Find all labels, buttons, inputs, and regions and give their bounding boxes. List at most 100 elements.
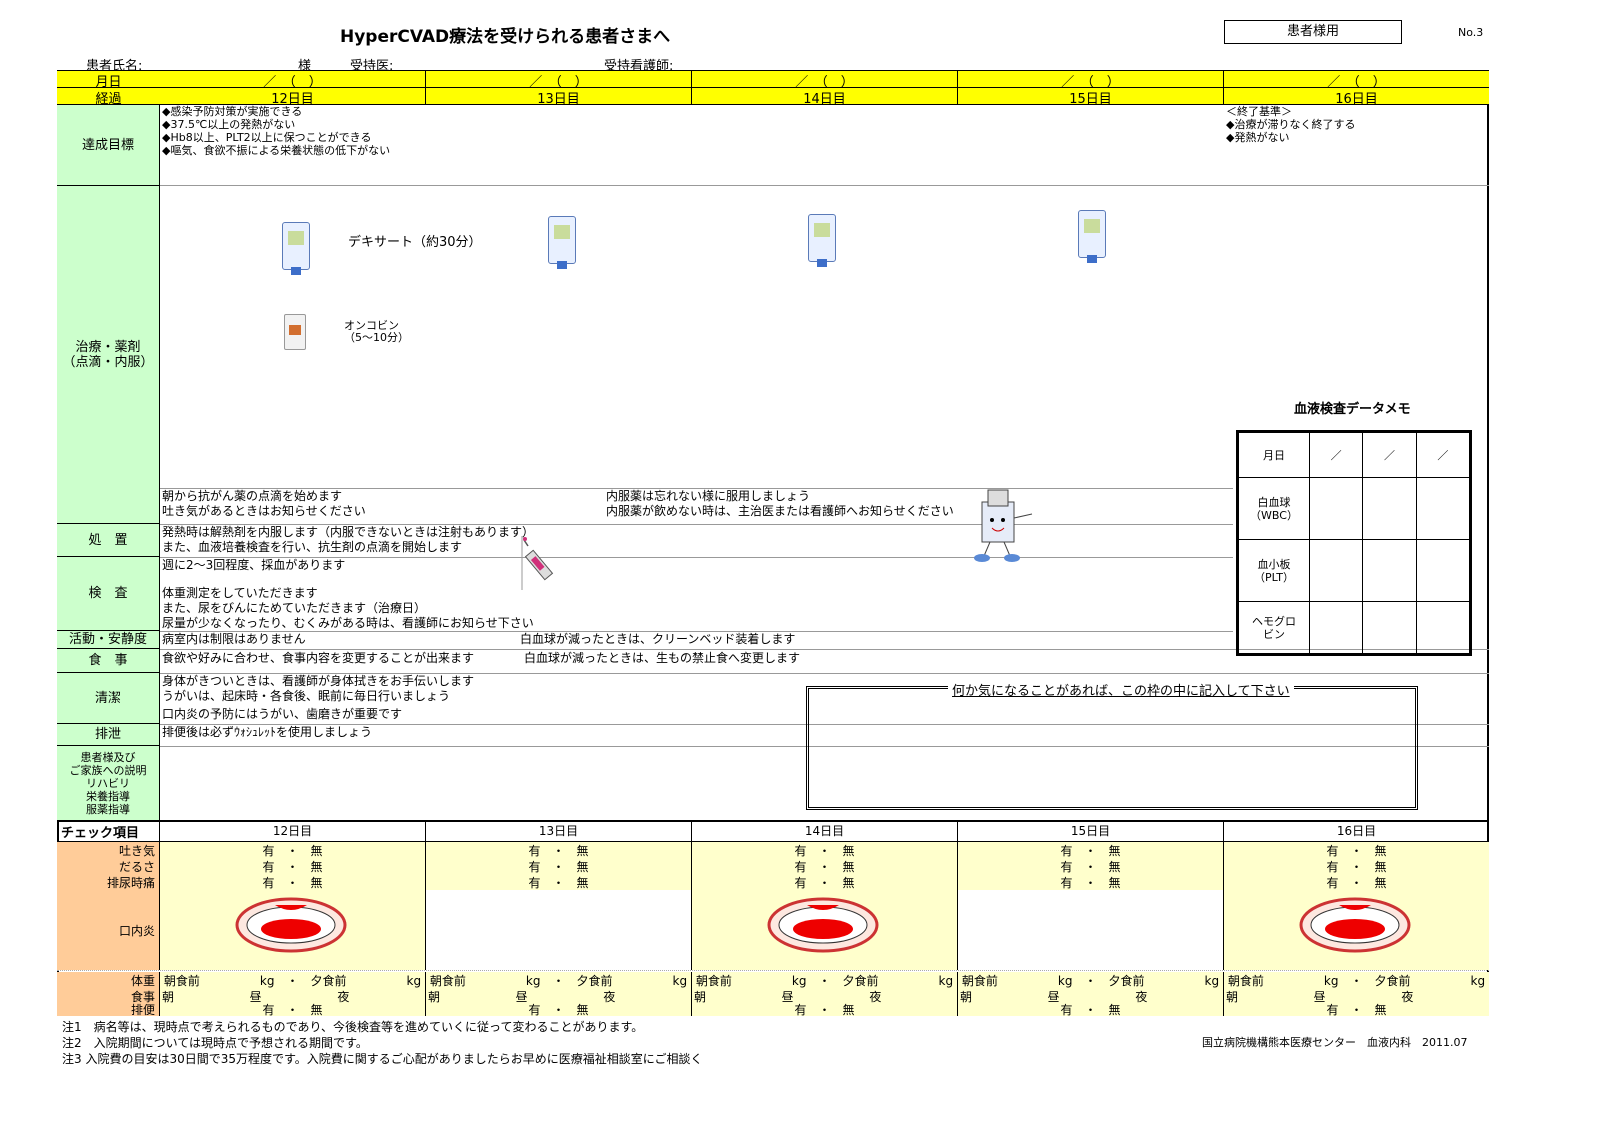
weight-field[interactable]: 朝食前 kg ・ 夕食前 kg bbox=[425, 972, 691, 988]
date-cell: ／ （ ） bbox=[263, 75, 322, 90]
memo-cell[interactable] bbox=[1415, 477, 1471, 540]
check-row-label: 体重 bbox=[57, 972, 160, 988]
weight-field[interactable]: 朝食前 kg ・ 夕食前 kg bbox=[957, 972, 1223, 988]
hygiene-text: うがいは、起床時・各食後、眠前に毎日行いましょう bbox=[162, 689, 451, 703]
yes-no-toggle[interactable]: 有 ・ 無 bbox=[957, 1004, 1223, 1016]
end-criteria-item: ◆治療が滞りなく終了する bbox=[1226, 118, 1356, 131]
end-criteria-item: ＜終了基準＞ bbox=[1226, 105, 1292, 118]
course-label: 経過 bbox=[57, 88, 160, 107]
goal-item: ◆37.5℃以上の発熱がない bbox=[162, 118, 296, 131]
check-row-label: 吐き気 bbox=[57, 842, 160, 858]
lunch-label: 昼 bbox=[781, 990, 794, 1004]
iv-bag-icon bbox=[548, 216, 576, 269]
explain-line: リハビリ bbox=[86, 776, 130, 790]
check-row-fatigue: だるさ 有 ・ 無 有 ・ 無 有 ・ 無 有 ・ 無 有 ・ 無 bbox=[57, 858, 1489, 875]
check-row-weight: 体重 朝食前 kg ・ 夕食前 kg 朝食前 kg ・ 夕食前 kg 朝食前 k… bbox=[57, 972, 1489, 989]
mouth-cell[interactable] bbox=[1223, 890, 1489, 970]
breakfast-label: 朝 bbox=[1226, 990, 1239, 1004]
hygiene-text: 口内炎の予防にはうがい、歯磨きが重要です bbox=[162, 707, 403, 721]
memo-cell[interactable] bbox=[1308, 539, 1364, 602]
weight-field[interactable]: 朝食前 kg ・ 夕食前 kg bbox=[160, 972, 425, 988]
day-cell: 15日目 bbox=[957, 88, 1223, 107]
explain-line: 患者様及び bbox=[80, 750, 136, 764]
dinner-label: 夜 bbox=[337, 990, 350, 1004]
check-day: 13日目 bbox=[425, 822, 691, 841]
end-criteria: ＜終了基準＞ ◆治療が滞りなく終了する ◆発熱がない bbox=[1226, 105, 1355, 144]
yes-no-toggle[interactable]: 有 ・ 無 bbox=[425, 1004, 691, 1016]
meal-field[interactable]: 朝昼夜 bbox=[425, 988, 691, 1004]
memo-label: ヘモグロ bbox=[1252, 614, 1296, 628]
day-cell: 13日目 bbox=[425, 88, 691, 107]
memo-cell[interactable] bbox=[1415, 539, 1471, 602]
yes-no-toggle[interactable]: 有 ・ 無 bbox=[957, 858, 1223, 874]
yes-no-toggle[interactable]: 有 ・ 無 bbox=[425, 842, 691, 858]
meal-field[interactable]: 朝昼夜 bbox=[957, 988, 1223, 1004]
yes-no-toggle[interactable]: 有 ・ 無 bbox=[425, 874, 691, 890]
memo-date-cell[interactable]: ／ bbox=[1308, 432, 1364, 478]
goal-item: ◆Hb8以上、PLT2以上に保つことができる bbox=[162, 131, 372, 144]
memo-date-cell[interactable]: ／ bbox=[1362, 432, 1417, 478]
mouth-cell[interactable] bbox=[957, 890, 1223, 970]
explain-line: 服薬指導 bbox=[86, 802, 130, 816]
memo-date-cell[interactable]: ／ bbox=[1415, 432, 1471, 478]
yes-no-toggle[interactable]: 有 ・ 無 bbox=[1223, 874, 1489, 890]
row-divider bbox=[160, 649, 1489, 650]
hygiene-label: 清潔 bbox=[57, 673, 160, 724]
treatment-note: 朝から抗がん薬の点滴を始めます bbox=[162, 489, 343, 503]
meal-field[interactable]: 朝昼夜 bbox=[1223, 988, 1489, 1004]
yes-no-toggle[interactable]: 有 ・ 無 bbox=[425, 858, 691, 874]
memo-cell[interactable] bbox=[1308, 477, 1364, 540]
organization-label: 国立病院機構熊本医療センター 血液内科 2011.07 bbox=[1202, 1036, 1468, 1049]
check-row-label: 口内炎 bbox=[57, 890, 160, 970]
date-cell: ／ （ ） bbox=[691, 71, 957, 90]
row-divider bbox=[160, 557, 1233, 558]
yes-no-toggle[interactable]: 有 ・ 無 bbox=[691, 874, 957, 890]
row-divider bbox=[160, 488, 1233, 489]
course-row: 12日目 13日目 14日目 15日目 16日目 bbox=[160, 88, 1489, 107]
memo-cell[interactable] bbox=[1362, 601, 1417, 654]
iv-bag-icon bbox=[1078, 210, 1106, 263]
yes-no-toggle[interactable]: 有 ・ 無 bbox=[691, 858, 957, 874]
weight-field[interactable]: 朝食前 kg ・ 夕食前 kg bbox=[1223, 972, 1489, 988]
treatment-label-1: 治療・薬剤 bbox=[75, 339, 141, 355]
yes-no-toggle[interactable]: 有 ・ 無 bbox=[957, 874, 1223, 890]
iv-bag-icon bbox=[282, 222, 310, 275]
goal-item: ◆感染予防対策が実施できる bbox=[162, 105, 303, 118]
memo-cell[interactable] bbox=[1362, 477, 1417, 540]
yes-no-toggle[interactable]: 有 ・ 無 bbox=[691, 842, 957, 858]
row-divider bbox=[160, 724, 1489, 725]
yes-no-toggle[interactable]: 有 ・ 無 bbox=[160, 874, 425, 890]
free-note-box[interactable] bbox=[806, 686, 1418, 810]
meal-text: 白血球が減ったときは、生もの禁止食へ変更します bbox=[524, 651, 801, 665]
memo-cell[interactable] bbox=[1362, 539, 1417, 602]
mouth-cell[interactable] bbox=[425, 890, 691, 970]
yes-no-toggle[interactable]: 有 ・ 無 bbox=[691, 1004, 957, 1016]
yes-no-toggle[interactable]: 有 ・ 無 bbox=[160, 842, 425, 858]
yes-no-toggle[interactable]: 有 ・ 無 bbox=[1223, 858, 1489, 874]
meal-field[interactable]: 朝昼夜 bbox=[691, 988, 957, 1004]
exam-text: 尿量が少なくなったり、むくみがある時は、看護師にお知らせ下さい bbox=[162, 616, 534, 630]
yes-no-toggle[interactable]: 有 ・ 無 bbox=[1223, 842, 1489, 858]
day-cell: 14日目 bbox=[691, 88, 957, 107]
check-row-label: 排便 bbox=[57, 1004, 160, 1016]
syringe-icon bbox=[521, 536, 554, 590]
memo-cell[interactable] bbox=[1415, 601, 1471, 654]
meal-field[interactable]: 朝昼夜 bbox=[160, 988, 425, 1004]
row-divider bbox=[160, 673, 1489, 674]
mouth-cell[interactable] bbox=[691, 890, 957, 970]
yes-no-toggle[interactable]: 有 ・ 無 bbox=[957, 842, 1223, 858]
explain-line: ご家族への説明 bbox=[69, 763, 147, 777]
yes-no-toggle[interactable]: 有 ・ 無 bbox=[160, 858, 425, 874]
memo-cell[interactable] bbox=[1308, 601, 1364, 654]
yes-no-toggle[interactable]: 有 ・ 無 bbox=[1223, 1004, 1489, 1016]
page-title: HyperCVAD療法を受けられる患者さまへ bbox=[340, 27, 671, 47]
hygiene-text: 身体がきついときは、看護師が身体拭きをお手伝いします bbox=[162, 674, 475, 688]
yes-no-toggle[interactable]: 有 ・ 無 bbox=[160, 1004, 425, 1016]
footnote-3: 注3 入院費の目安は30日間で35万程度です。入院費に関するご心配がありましたら… bbox=[62, 1052, 703, 1066]
month-label: 月日 bbox=[57, 71, 160, 90]
weight-field[interactable]: 朝食前 kg ・ 夕食前 kg bbox=[691, 972, 957, 988]
check-day: 15日目 bbox=[957, 822, 1223, 841]
exam-label: 検 査 bbox=[57, 557, 160, 631]
lunch-label: 昼 bbox=[249, 990, 262, 1004]
mouth-cell[interactable] bbox=[160, 890, 425, 970]
